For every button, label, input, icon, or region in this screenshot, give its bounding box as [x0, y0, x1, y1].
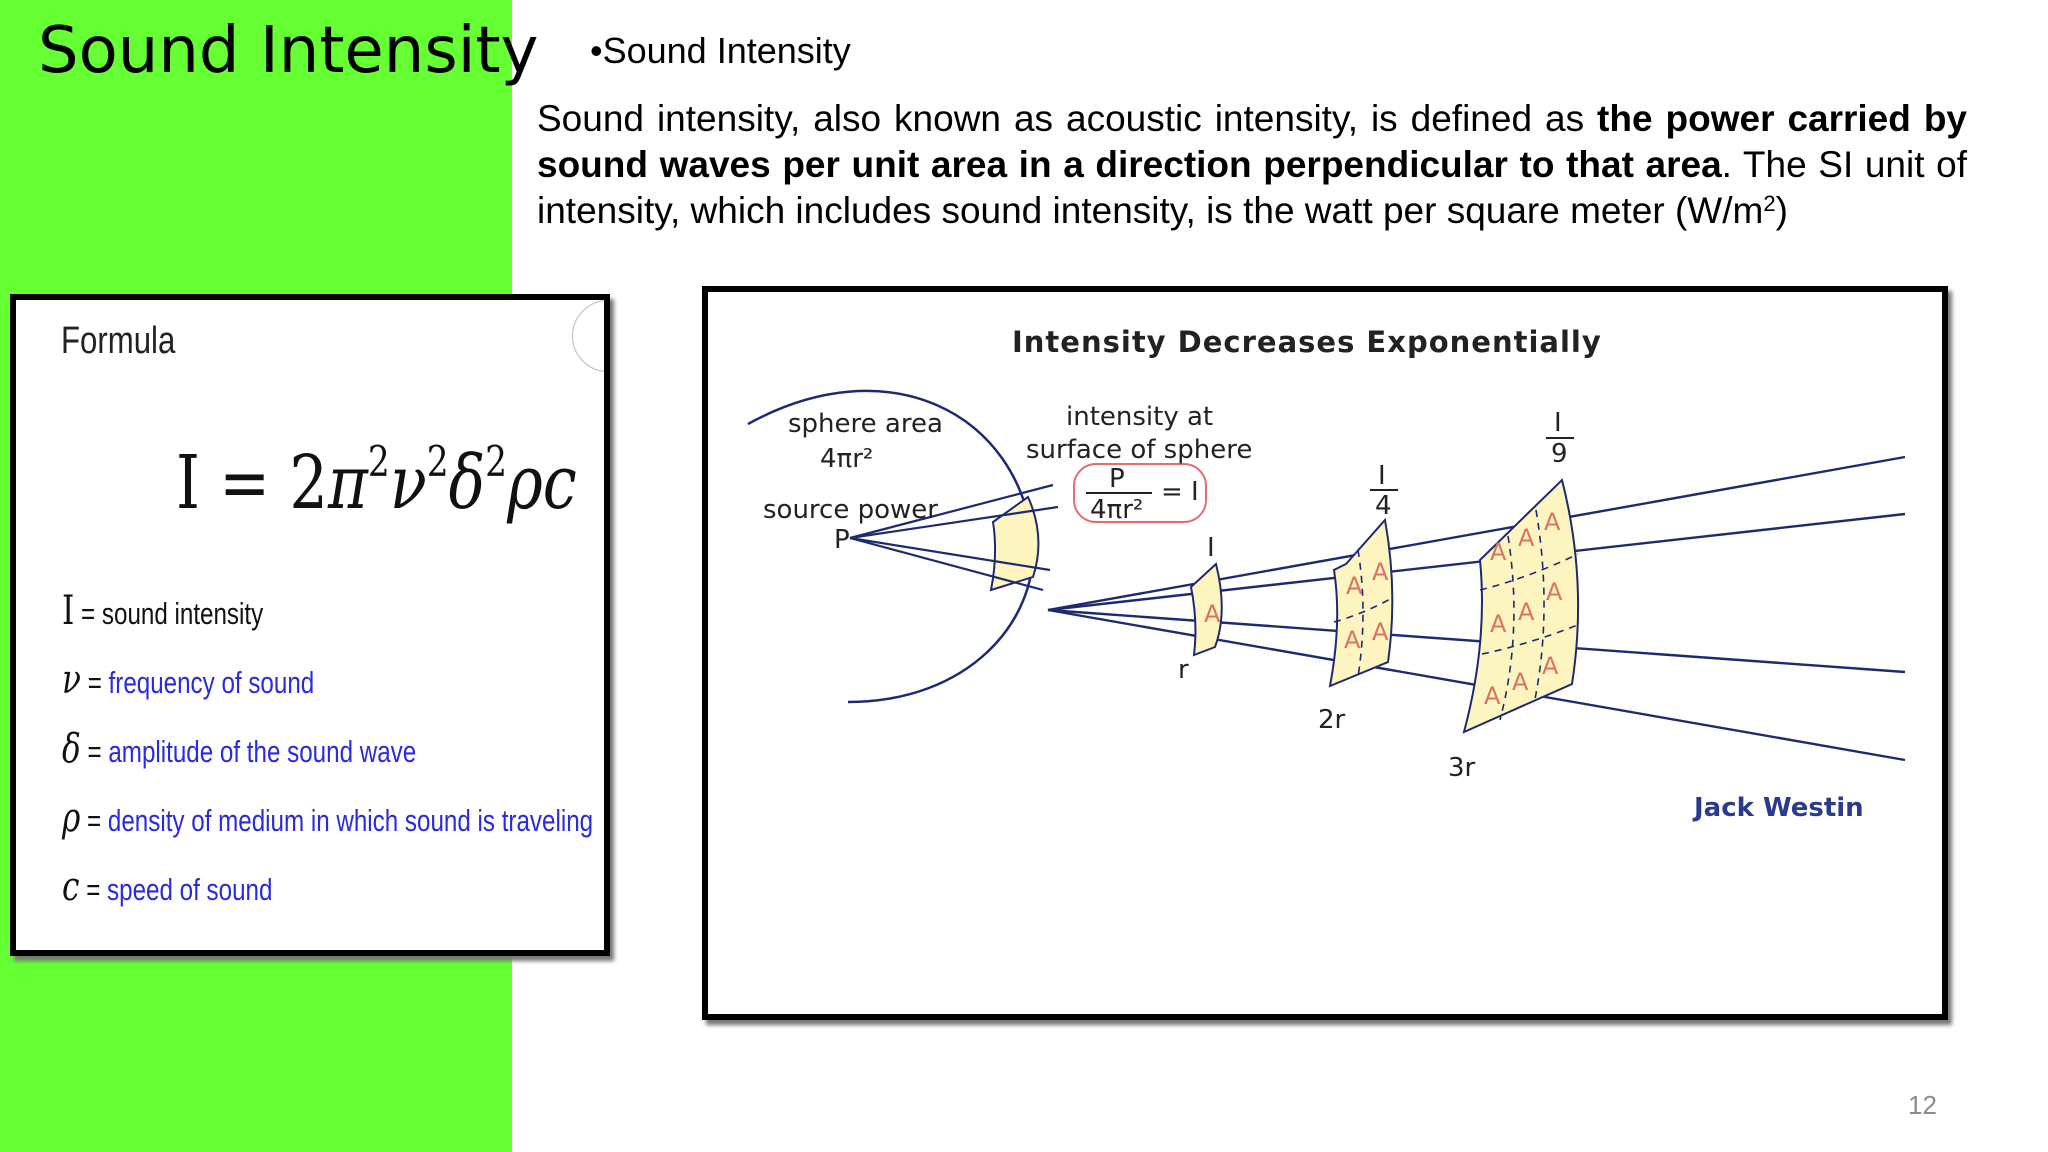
patch-letter: A: [1372, 618, 1389, 646]
distance-label-r: r: [1178, 655, 1189, 685]
formula-image: Formula I = 2π2ν2δ2ρc I = sound intensit…: [10, 294, 610, 956]
intensity-label-line2: surface of sphere: [1026, 435, 1252, 465]
distance-label-3r: 3r: [1448, 753, 1476, 783]
patch-letter: A: [1546, 578, 1563, 606]
quarter-denominator: 4: [1375, 491, 1392, 521]
patch-2r: [1328, 517, 1394, 688]
patch-letter: A: [1490, 538, 1507, 566]
legend-description: frequency of sound: [108, 665, 315, 700]
page-number: 12: [1908, 1090, 1937, 1120]
diagram-svg: Intensity Decreases Exponentially: [747, 325, 1906, 823]
diagram-title: Intensity Decreases Exponentially: [1012, 325, 1602, 359]
ninth-denominator: 9: [1551, 439, 1568, 469]
source-power-label: source power: [763, 495, 938, 525]
patch-2r-divider-v: [1357, 549, 1364, 678]
patch-letter: A: [1542, 652, 1559, 680]
patch-letter: A: [1372, 558, 1389, 586]
eq-intensity-symbol: I: [176, 440, 200, 526]
eq-exp-1: 2: [367, 437, 390, 486]
patch-letter: A: [1544, 508, 1561, 536]
diagram-credit: Jack Westin: [1692, 793, 1864, 823]
patch-3r-divider-h2: [1481, 623, 1581, 655]
legend-equals: =: [79, 872, 108, 907]
patch-3r: [1462, 478, 1580, 734]
legend-equals: =: [74, 596, 102, 631]
eq-exp-2: 2: [426, 437, 449, 486]
legend-description: sound intensity: [101, 596, 264, 631]
patch-letter: A: [1484, 682, 1501, 710]
corner-circle-decoration: [572, 300, 604, 372]
sphere-area-label: sphere area: [788, 409, 943, 439]
patch-letters: A A A A A A A A A A A A A A: [1204, 508, 1563, 710]
legend-equals: =: [80, 803, 108, 838]
definition-superscript: 2: [1763, 191, 1776, 216]
eq-nu: ν: [389, 440, 427, 526]
bubble-denominator: 4πr²: [1090, 495, 1143, 525]
patch-letter: A: [1344, 626, 1361, 654]
source-power-symbol: P: [834, 525, 850, 555]
formula-heading: Formula: [61, 320, 176, 362]
definition-tail: . The SI unit of intensity, which includ…: [537, 144, 1967, 231]
slide-title: Sound Intensity: [38, 14, 539, 88]
distance-label-2r: 2r: [1318, 705, 1346, 735]
patch-letter: A: [1346, 572, 1363, 600]
intensity-label-line1: intensity at: [1066, 402, 1213, 432]
legend-symbol: δ: [62, 726, 81, 772]
definition-bold: the power carried by sound waves per uni…: [537, 98, 1968, 185]
bullet-heading: •Sound Intensity: [590, 30, 851, 71]
inverse-square-diagram: Intensity Decreases Exponentially: [702, 286, 1948, 1020]
patch-letter: A: [1518, 524, 1535, 552]
patch-2r-divider-h: [1333, 597, 1393, 623]
legend-symbol: c: [62, 864, 80, 910]
eq-c: c: [542, 440, 577, 526]
ninth-numerator: I: [1554, 408, 1562, 438]
patch-3r-divider-v2: [1533, 509, 1545, 705]
legend-row-frequency: ν = frequency of sound: [62, 657, 314, 703]
eq-equals-two: = 2: [199, 440, 329, 526]
legend-equals: =: [80, 734, 109, 769]
intensity-label-r: I: [1207, 533, 1215, 563]
bubble-numerator: P: [1109, 464, 1125, 494]
definition-end: ): [1775, 190, 1788, 231]
bubble-equals: = I: [1161, 477, 1199, 507]
legend-row-intensity: I = sound intensity: [62, 588, 263, 634]
source-rays: [849, 483, 1059, 592]
legend-description: speed of sound: [107, 872, 273, 907]
legend-row-amplitude: δ = amplitude of the sound wave: [62, 726, 416, 772]
patch-3r-divider-h1: [1479, 553, 1579, 591]
eq-pi: π: [328, 440, 368, 526]
patch-letter: A: [1512, 668, 1529, 696]
legend-symbol: ρ: [62, 795, 81, 841]
legend-row-density: ρ = density of medium in which sound is …: [62, 795, 593, 841]
legend-description: amplitude of the sound wave: [108, 734, 417, 769]
intensity-equation: I = 2π2ν2δ2ρc: [176, 440, 577, 526]
eq-rho: ρ: [507, 440, 543, 526]
quarter-numerator: I: [1378, 461, 1386, 491]
patch-letter: A: [1490, 610, 1507, 638]
patch-r: [1189, 562, 1223, 657]
legend-row-speed: c = speed of sound: [62, 864, 272, 910]
eq-delta: δ: [448, 440, 486, 526]
legend-description: density of medium in which sound is trav…: [107, 803, 594, 838]
legend-symbol: I: [62, 588, 75, 634]
patch-letter: A: [1204, 600, 1221, 628]
definition-lead: Sound intensity, also known as acoustic …: [537, 98, 1598, 139]
legend-equals: =: [80, 665, 109, 700]
legend-symbol: ν: [62, 657, 81, 703]
definition-paragraph: Sound intensity, also known as acoustic …: [537, 96, 1967, 234]
patch-3r-divider-v1: [1499, 535, 1515, 721]
eq-exp-3: 2: [485, 437, 508, 486]
sphere-area-formula: 4πr²: [820, 444, 873, 474]
patch-letter: A: [1518, 598, 1535, 626]
